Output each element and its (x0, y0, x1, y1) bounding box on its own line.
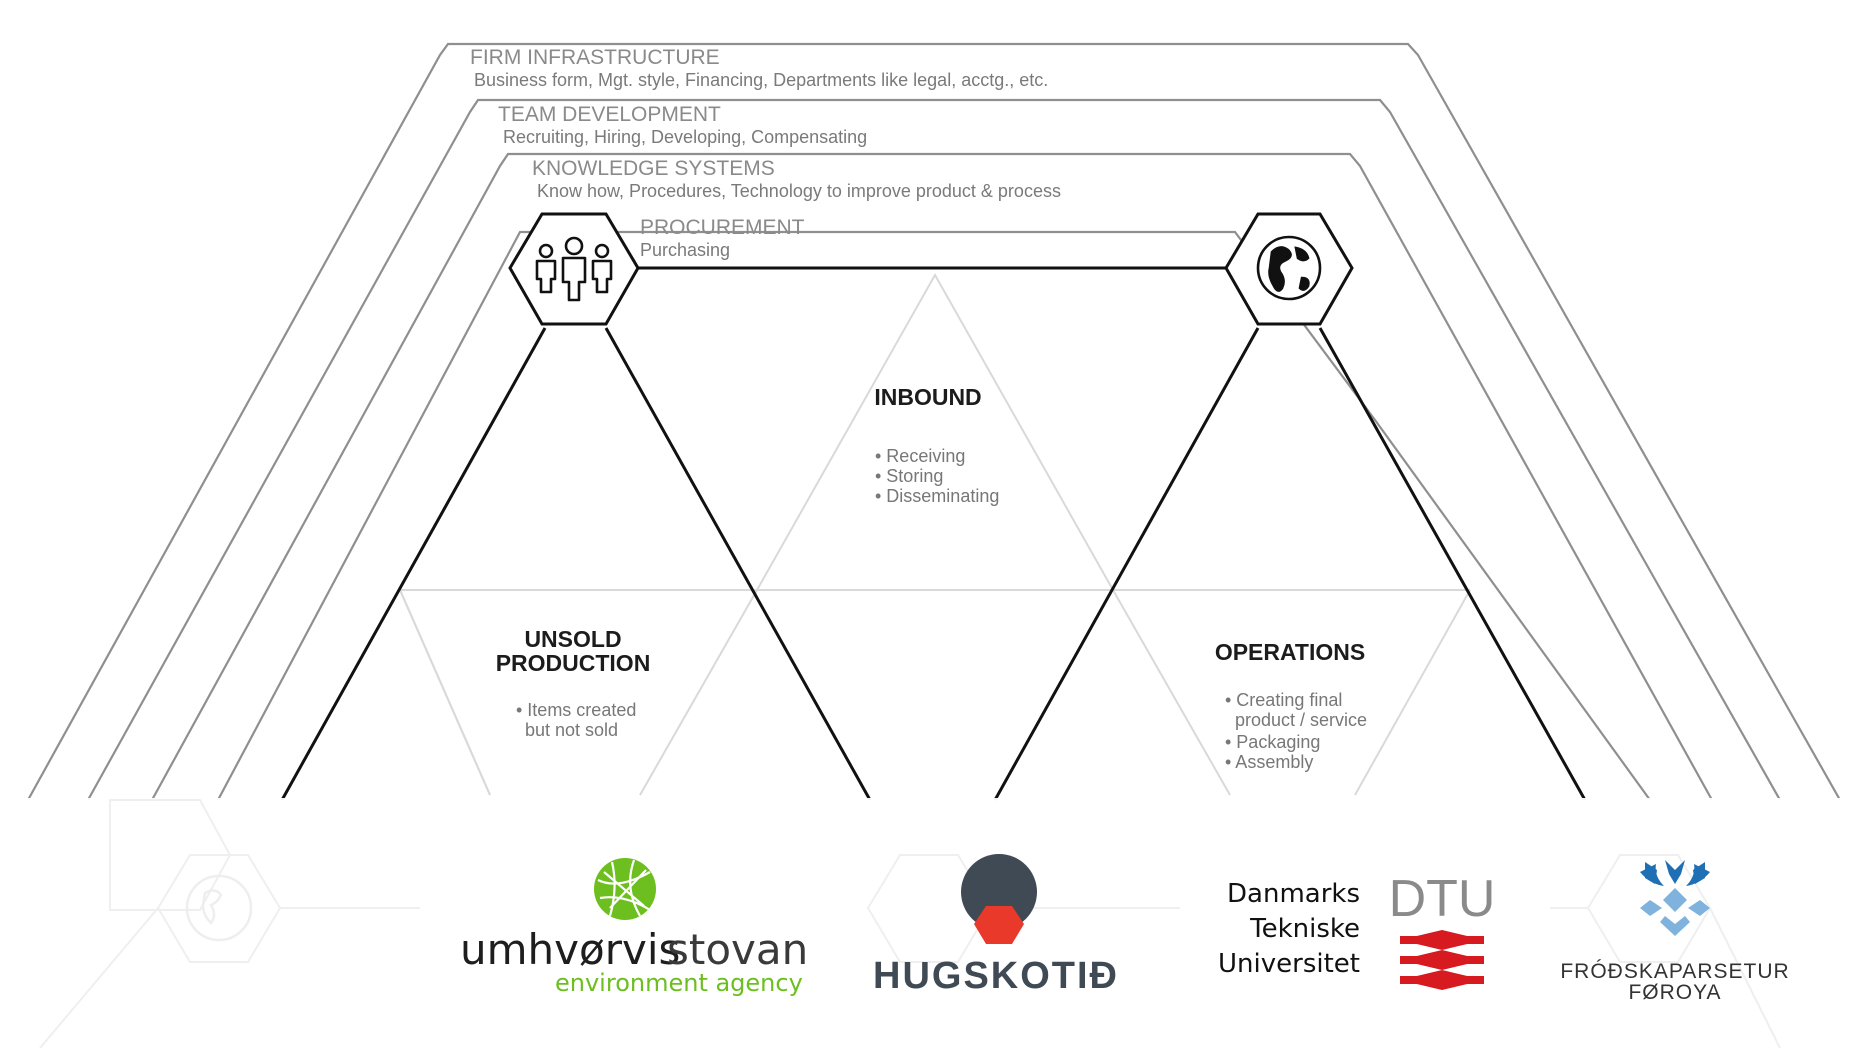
dtu-red-bars-icon (1400, 930, 1484, 990)
inbound-item: • Disseminating (875, 486, 999, 506)
inbound-item: • Storing (875, 466, 943, 486)
unsold-production-segment: UNSOLD PRODUCTION • Items created but no… (496, 626, 651, 740)
globe-icon (185, 874, 253, 942)
left-inner-line (604, 327, 872, 801)
unsold-item: • Items created (516, 700, 636, 720)
grid-line (399, 589, 491, 796)
unsold-item: but not sold (525, 720, 618, 740)
procurement-hexagon-right (1224, 212, 1354, 326)
umhv-wordmark-dark: umhvørvis (460, 925, 680, 974)
operations-segment: OPERATIONS • Creating final product / se… (1215, 639, 1367, 772)
frame-procurement (217, 230, 1651, 801)
operations-item: product / service (1235, 710, 1367, 730)
dtu-mark: DTU (1389, 870, 1496, 928)
umhv-tagline: environment agency (555, 969, 803, 997)
dtu-line1: Danmarks (1227, 879, 1360, 909)
triangle-grid (399, 272, 1471, 796)
dtu-line3: Universitet (1218, 949, 1360, 979)
snowflake-emblem-icon (1640, 860, 1710, 936)
layer-title-firm: FIRM INFRASTRUCTURE (470, 46, 720, 69)
hugskotid-dark-circle (961, 854, 1037, 930)
operations-title: OPERATIONS (1215, 639, 1365, 665)
operations-item: • Creating final (1225, 690, 1342, 710)
layer-subtitle-knowledge: Know how, Procedures, Technology to impr… (537, 181, 1061, 201)
support-layer-frames (27, 42, 1841, 801)
dtu-logo: Danmarks Tekniske Universitet DTU (1218, 870, 1495, 990)
inbound-segment: INBOUND • Receiving • Storing • Dissemin… (874, 384, 999, 506)
layer-title-procurement: PROCUREMENT (640, 216, 805, 239)
frame-team-development (87, 98, 1781, 801)
unsold-title-line1: UNSOLD (524, 626, 621, 652)
grid-line (1112, 589, 1231, 796)
right-outer-line (1318, 327, 1587, 801)
unsold-title-line2: PRODUCTION (496, 650, 651, 676)
inbound-title: INBOUND (874, 384, 981, 410)
operations-item: • Assembly (1225, 752, 1313, 772)
layer-subtitle-procurement: Purchasing (640, 240, 730, 260)
hugskotid-red-hexagon (974, 906, 1024, 944)
dtu-line2: Tekniske (1249, 914, 1360, 944)
support-layer-labels: FIRM INFRASTRUCTURE Business form, Mgt. … (470, 46, 1061, 260)
people-group-icon (535, 236, 613, 302)
green-leaf-globe-icon (594, 858, 656, 920)
right-inner-line (993, 327, 1260, 801)
hugskotid-wordmark: HUGSKOTIÐ (873, 955, 1119, 997)
globe-icon (1256, 235, 1322, 301)
frod-line2: FØROYA (1628, 981, 1721, 1004)
layer-subtitle-team: Recruiting, Hiring, Developing, Compensa… (503, 127, 867, 147)
primary-chain-lines (280, 266, 1587, 801)
frodskaparsetur-logo: FRÓÐSKAPARSETUR FØROYA (1560, 860, 1789, 1004)
umhv-wordmark-light: stovan (667, 925, 808, 974)
hugskotid-logo: HUGSKOTIÐ (873, 854, 1119, 997)
frod-line1: FRÓÐSKAPARSETUR (1560, 960, 1789, 983)
operations-item: • Packaging (1225, 732, 1320, 752)
layer-title-team: TEAM DEVELOPMENT (498, 103, 721, 126)
layer-subtitle-firm: Business form, Mgt. style, Financing, De… (474, 70, 1048, 90)
umhvorvisstovan-logo: umhvørvis stovan environment agency (460, 858, 808, 997)
grid-line (1354, 589, 1471, 796)
inbound-item: • Receiving (875, 446, 965, 466)
procurement-hexagon-left (508, 212, 640, 326)
layer-title-knowledge: KNOWLEDGE SYSTEMS (532, 157, 775, 180)
frame-knowledge-systems (151, 152, 1713, 801)
frame-firm-infrastructure (27, 42, 1841, 801)
grid-line (639, 589, 758, 796)
left-outer-line (280, 327, 547, 801)
logo-band (0, 798, 1868, 1048)
inbound-triangle (756, 272, 1114, 591)
